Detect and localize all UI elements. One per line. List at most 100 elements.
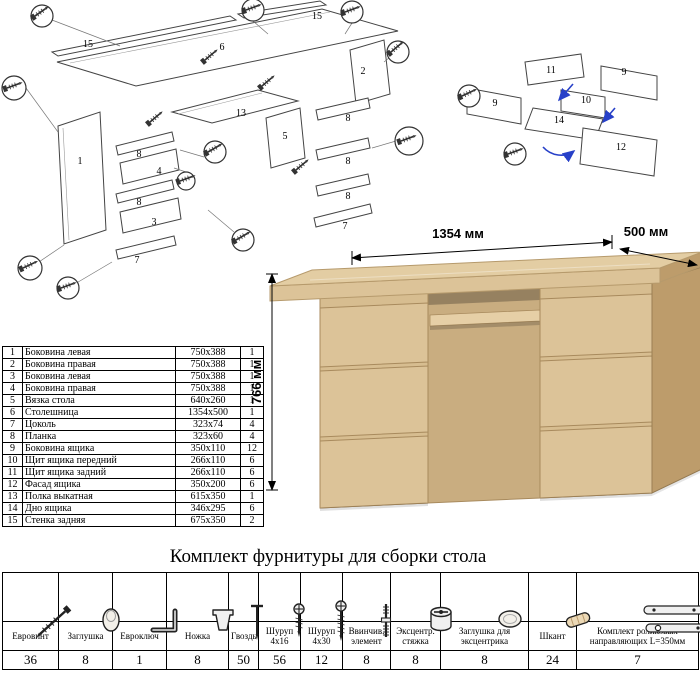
part-label: 8 (137, 149, 142, 160)
hardware-qty: 8 (166, 650, 229, 670)
hardware-qty: 8 (58, 650, 113, 670)
hardware-kit-title: Комплект фурнитуры для сборки стола (169, 546, 487, 567)
screw-4x30-icon (334, 600, 347, 641)
hardware-icon-cell (576, 572, 700, 633)
part-number: 4 (2, 382, 23, 395)
dimension-lines (266, 235, 698, 491)
callout-hardware-icons (1, 0, 424, 300)
part-name: Цоколь (22, 418, 176, 431)
part-size: 350x110 (175, 442, 241, 455)
part-size: 350x200 (175, 478, 241, 491)
part-label: 13 (236, 108, 246, 119)
hardware-icons-row (2, 572, 700, 641)
part-label: 2 (361, 66, 366, 77)
part-number: 11 (2, 466, 23, 479)
part-label: 10 (581, 95, 591, 106)
part-label: 12 (616, 142, 626, 153)
part-number: 3 (2, 370, 23, 383)
part-label: 9 (493, 98, 498, 109)
part-name: Стенка задняя (22, 514, 176, 527)
part-qty: 1 (240, 490, 264, 503)
hardware-icon-cell (228, 572, 263, 640)
part-label: 1 (78, 156, 83, 167)
part-qty: 6 (240, 502, 264, 515)
part-size: 266x110 (175, 454, 241, 467)
part-size: 346x295 (175, 502, 241, 515)
part-size: 640x260 (175, 394, 241, 407)
part-size: 323x60 (175, 430, 241, 443)
diagram-part-desktop (50, 0, 399, 87)
part-label: 8 (137, 197, 142, 208)
hex-key-icon (150, 608, 177, 633)
hardware-qty: 8 (342, 650, 391, 670)
part-qty: 4 (240, 418, 264, 431)
part-name: Вязка стола (22, 394, 176, 407)
part-qty: 1 (240, 346, 264, 359)
part-size: 750x388 (175, 358, 241, 371)
diagram-part-left-side (57, 111, 107, 245)
hardware-label: Шуруп 4x16 (258, 621, 301, 651)
hardware-icon-cell (258, 572, 305, 637)
part-qty: 6 (240, 454, 264, 467)
right-pedestal (539, 282, 653, 499)
part-qty: 1 (240, 382, 264, 395)
part-size: 266x110 (175, 466, 241, 479)
part-name: Боковина левая (22, 370, 176, 383)
part-name: Боковина левая (22, 346, 176, 359)
part-name: Дно ящика (22, 502, 176, 515)
hardware-label: Евроключ (112, 621, 167, 651)
part-number: 14 (2, 502, 23, 515)
part-name: Планка (22, 430, 176, 443)
cam-lock-icon (429, 606, 452, 632)
nail-icon (250, 604, 263, 640)
part-name: Щит ящика задний (22, 466, 176, 479)
floor-shadow (320, 469, 700, 511)
part-size: 750x388 (175, 370, 241, 383)
hardware-icon-cell (440, 572, 529, 628)
part-size: 1354x500 (175, 406, 241, 419)
width-dimension-label: 1354 мм (432, 226, 484, 241)
depth-dimension-label: 500 мм (624, 224, 669, 239)
main-assembly-diagram: 15 6 15 2 1 13 5 8 4 8 3 7 8 8 8 7 (1, 0, 424, 300)
diagram-right-pedestal-parts (313, 39, 391, 228)
part-label: 3 (152, 217, 157, 228)
hardware-qty: 1 (112, 650, 167, 670)
part-size: 675x350 (175, 514, 241, 527)
hardware-qty: 12 (300, 650, 343, 670)
part-qty: 1 (240, 406, 264, 419)
part-name: Столешница (22, 406, 176, 419)
part-number: 9 (2, 442, 23, 455)
part-qty: 1 (240, 394, 264, 407)
drawer-slides-icon (642, 605, 700, 633)
assembly-direction-arrows (542, 83, 616, 163)
screw-4x16-icon (292, 603, 305, 637)
hardware-icon-cell (2, 572, 71, 638)
diagram-part-brace (265, 107, 306, 169)
part-name: Щит ящика передний (22, 454, 176, 467)
part-name: Боковина ящика (22, 442, 176, 455)
hardware-icon-cell (300, 572, 347, 641)
hardware-icon-cell (342, 572, 391, 637)
hardware-qty: 36 (2, 650, 59, 670)
leg-icon (211, 609, 234, 631)
hardware-label: Гвоздь (228, 621, 259, 651)
part-qty: 1 (240, 370, 264, 383)
hardware-kit-table: Евровинт Заглушка Евроключ Ножка Гвоздь … (2, 572, 700, 670)
part-size: 323x74 (175, 418, 241, 431)
stud-icon (380, 604, 391, 637)
plug-icon (101, 608, 120, 632)
part-size: 750x388 (175, 346, 241, 359)
tray-shadow (430, 321, 540, 330)
